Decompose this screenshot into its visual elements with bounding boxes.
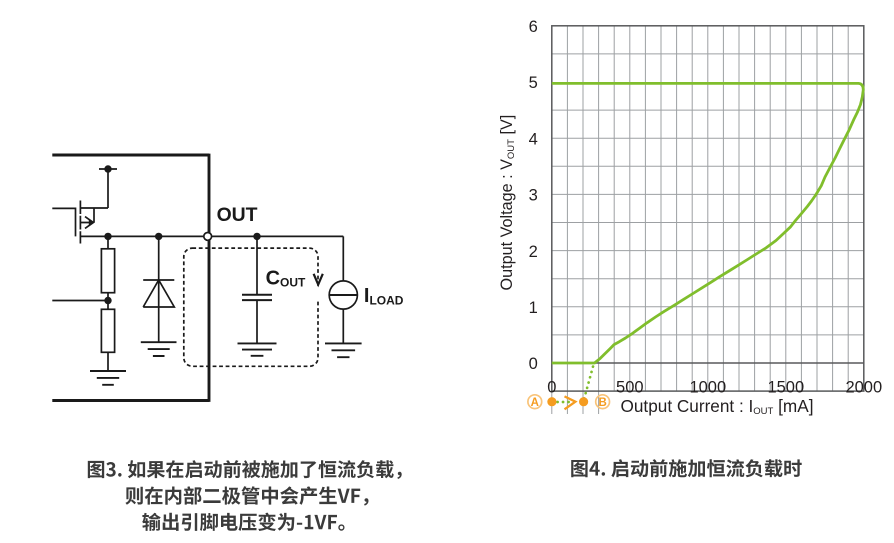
- svg-text:6: 6: [529, 18, 538, 36]
- svg-text:1: 1: [529, 299, 538, 317]
- svg-text:5: 5: [529, 74, 538, 92]
- svg-text:Output Current : IOUT [mA]: Output Current : IOUT [mA]: [621, 396, 814, 417]
- svg-text:3: 3: [529, 187, 538, 205]
- svg-text:A: A: [531, 397, 539, 409]
- svg-text:OUT: OUT: [217, 204, 258, 226]
- svg-text:0: 0: [529, 355, 538, 373]
- svg-text:1500: 1500: [767, 378, 804, 396]
- svg-text:B: B: [598, 397, 606, 409]
- svg-text:1000: 1000: [689, 378, 726, 396]
- svg-text:0: 0: [547, 378, 556, 396]
- svg-text:500: 500: [616, 378, 644, 396]
- svg-text:4: 4: [529, 130, 538, 148]
- svg-text:2: 2: [529, 243, 538, 261]
- svg-text:Output Voltage : VOUT [V]: Output Voltage : VOUT [V]: [498, 115, 517, 291]
- svg-text:ILOAD: ILOAD: [364, 285, 404, 307]
- svg-text:2000: 2000: [845, 378, 882, 396]
- svg-text:COUT: COUT: [266, 267, 306, 289]
